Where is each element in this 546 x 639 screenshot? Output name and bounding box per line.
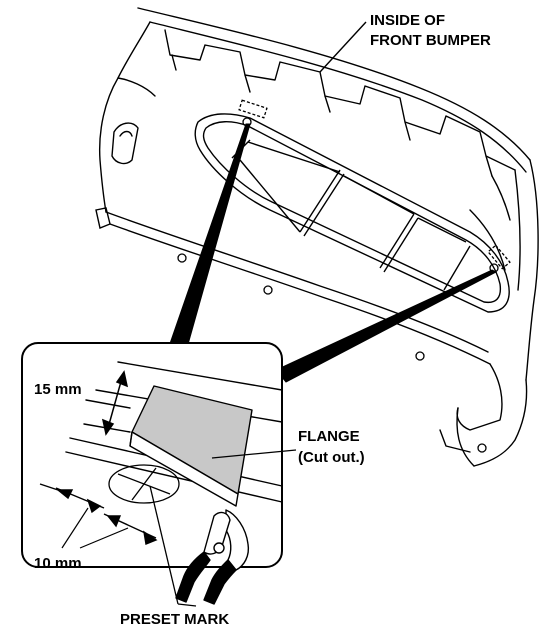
dimension-arrows-10mm (39, 483, 158, 549)
preset-mark-circle-icon (108, 464, 180, 504)
preset-mark-label: PRESET MARK (120, 611, 229, 628)
left-lower-tab (95, 207, 111, 229)
cutting-pliers-icon (175, 509, 250, 605)
bumper-label-line1: INSIDE OF (370, 12, 445, 29)
detail-view-box (21, 342, 283, 607)
flange-cutout (129, 385, 253, 507)
dimension-label-10mm: 10 mm (34, 555, 82, 572)
flange-label-line2: (Cut out.) (298, 449, 365, 466)
preset-mark-leader (149, 485, 197, 607)
dimension-arrow-15mm (101, 370, 129, 436)
flange-label-leader (211, 449, 297, 459)
dimension-label-15mm: 15 mm (34, 381, 82, 398)
grille-opening (194, 113, 510, 313)
flange-label-line1: FLANGE (298, 428, 360, 445)
front-bumper-outline (98, 7, 539, 467)
bumper-label-line2: FRONT BUMPER (370, 32, 491, 49)
bumper-label-leader (319, 21, 367, 73)
